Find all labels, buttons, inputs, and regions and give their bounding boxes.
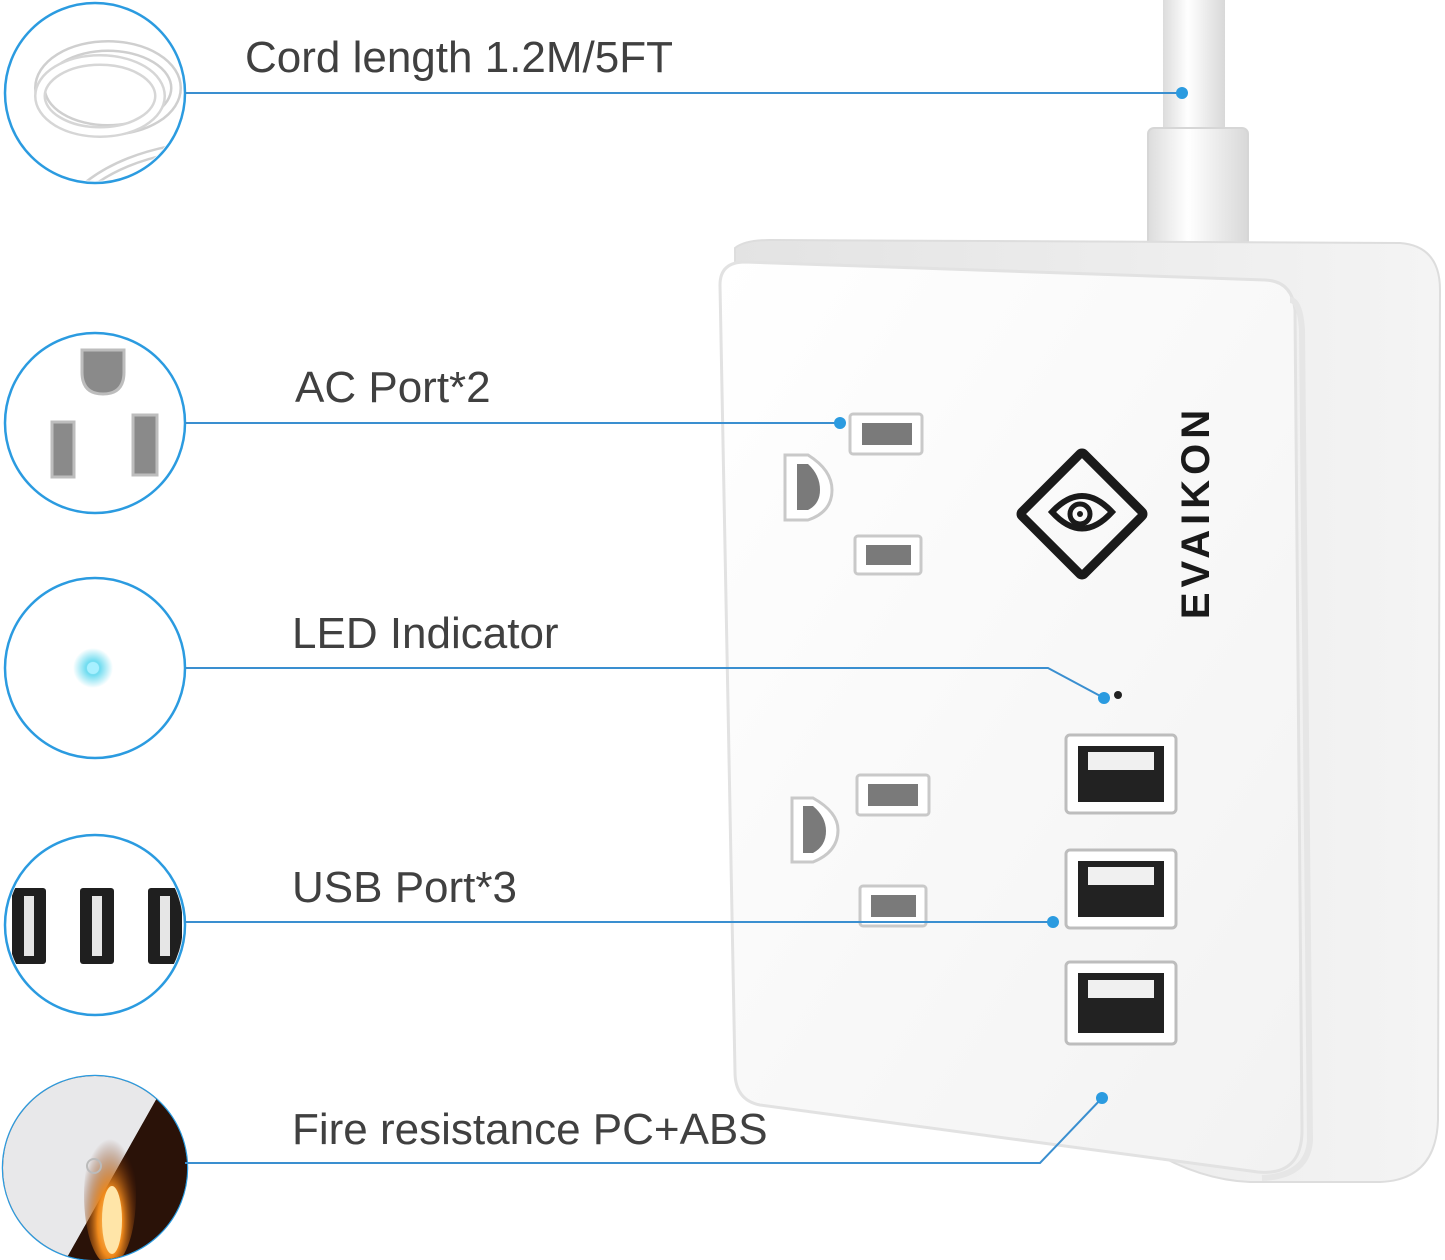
usb-port-circle (3, 833, 187, 1017)
cord-circle (3, 1, 187, 185)
flame-icon (3, 1076, 187, 1260)
usb-port-label: USB Port*3 (292, 863, 517, 912)
brand-logo (1016, 448, 1148, 580)
led-dot (1114, 691, 1122, 699)
led-indicator-label: LED Indicator (292, 609, 559, 658)
leader-lines (185, 92, 1182, 1164)
power-cord (1147, 0, 1249, 259)
fire-resistance-circle (1, 1074, 189, 1260)
ac-port-circle (3, 331, 187, 515)
power-strip-body (718, 238, 1442, 1183)
usb-ports-device (1064, 733, 1178, 1046)
brand-name: EVAIKON (1174, 404, 1218, 620)
led-circle (3, 576, 187, 760)
fire-resistance-label: Fire resistance PC+ABS (292, 1105, 768, 1154)
ac-outlet-icon (50, 348, 159, 479)
leader-dots (834, 87, 1188, 1104)
coiled-cable-icon (34, 40, 182, 181)
ac-port-label: AC Port*2 (295, 363, 491, 412)
ac-outlet-bottom (790, 773, 931, 928)
ac-outlet-top (783, 412, 924, 576)
cord-length-label: Cord length 1.2M/5FT (245, 33, 673, 82)
usb-port-icon (12, 888, 182, 964)
